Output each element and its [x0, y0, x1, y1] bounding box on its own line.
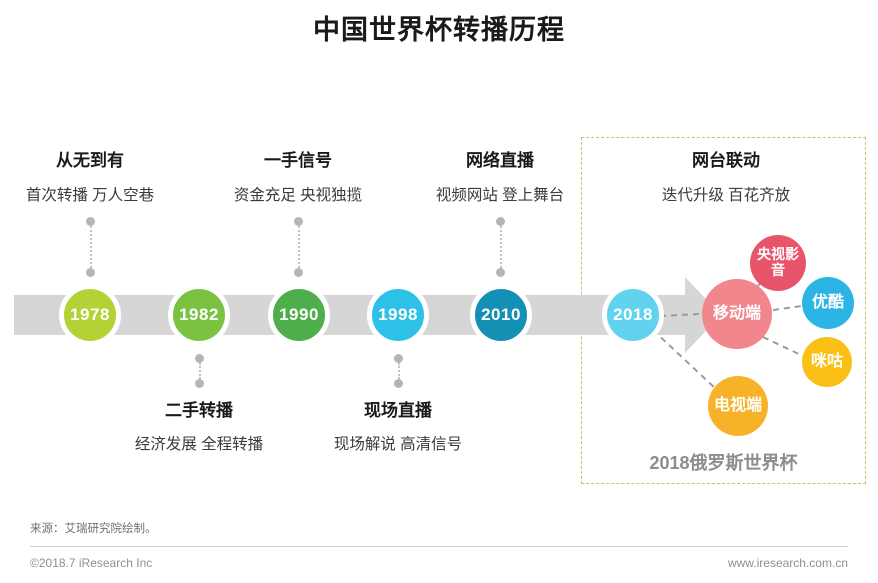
milestone-milestones_below-1: 现场直播现场解说 高清信号 — [322, 396, 474, 454]
copyright-text: ©2018.7 iResearch Inc — [30, 556, 153, 570]
bubble-tv[interactable]: 电视端 — [708, 376, 768, 436]
stem-dot-top — [394, 354, 403, 363]
stem-line — [198, 363, 201, 379]
page-title: 中国世界杯转播历程 — [313, 15, 565, 45]
stem-dot-bottom — [394, 379, 403, 388]
timeline-band — [14, 295, 680, 335]
milestone-connector-stem — [86, 217, 95, 277]
timeline-year-1998[interactable]: 1998 — [367, 284, 429, 346]
bubble-cctv-video[interactable]: 央视影音 — [750, 235, 806, 291]
timeline-year-1978[interactable]: 1978 — [59, 284, 121, 346]
source-note: 来源：艾瑞研究院绘制。 — [30, 523, 157, 535]
bubble-mobile[interactable]: 移动端 — [702, 279, 772, 349]
footer-divider — [30, 546, 848, 547]
highlight-region-caption: 2018俄罗斯世界杯 — [649, 453, 798, 473]
website-link[interactable]: www.iresearch.com.cn — [727, 556, 848, 570]
stem-dot-top — [496, 217, 505, 226]
milestone-subtext: 资金充足 央视独揽 — [233, 187, 363, 204]
stem-dot-top — [86, 217, 95, 226]
bubble-youku[interactable]: 优酷 — [802, 277, 854, 329]
stem-line — [397, 363, 400, 379]
milestone-connector-stem — [294, 217, 303, 277]
bubble-migu[interactable]: 咪咕 — [802, 337, 852, 387]
milestone-heading: 网台联动 — [692, 151, 760, 170]
timeline-year-1990[interactable]: 1990 — [268, 284, 330, 346]
milestone-subtext: 视频网站 登上舞台 — [435, 187, 565, 204]
stem-dot-bottom — [496, 268, 505, 277]
milestone-connector-stem — [496, 217, 505, 277]
stem-dot-bottom — [86, 268, 95, 277]
stem-dot-bottom — [294, 268, 303, 277]
arrow-right-icon — [655, 277, 721, 353]
milestone-subtext: 迭代升级 百花齐放 — [661, 187, 791, 204]
stem-dot-top — [195, 354, 204, 363]
stem-line — [297, 226, 300, 268]
milestone-milestones_above-0: 从无到有首次转播 万人空巷 — [14, 146, 166, 205]
milestone-subtext: 现场解说 高清信号 — [333, 436, 463, 453]
milestone-connector-stem — [195, 354, 204, 388]
stem-line — [499, 226, 502, 268]
stem-dot-bottom — [195, 379, 204, 388]
milestone-milestones_above-1: 一手信号资金充足 央视独揽 — [222, 146, 374, 205]
milestone-heading: 从无到有 — [56, 151, 124, 170]
milestone-milestones_below-0: 二手转播经济发展 全程转播 — [123, 396, 275, 454]
milestone-subtext: 首次转播 万人空巷 — [25, 187, 155, 204]
timeline-year-2018[interactable]: 2018 — [602, 284, 664, 346]
milestone-milestones_above-3: 网台联动迭代升级 百花齐放 — [646, 146, 806, 205]
milestone-subtext: 经济发展 全程转播 — [134, 436, 264, 453]
timeline-year-1982[interactable]: 1982 — [168, 284, 230, 346]
milestone-connector-stem — [394, 354, 403, 388]
stem-line — [89, 226, 92, 268]
milestone-heading: 网络直播 — [466, 151, 534, 170]
milestone-heading: 现场直播 — [364, 401, 432, 420]
milestone-milestones_above-2: 网络直播视频网站 登上舞台 — [424, 146, 576, 205]
timeline-year-2010[interactable]: 2010 — [470, 284, 532, 346]
stem-dot-top — [294, 217, 303, 226]
milestone-heading: 二手转播 — [165, 401, 233, 420]
milestone-heading: 一手信号 — [264, 151, 332, 170]
